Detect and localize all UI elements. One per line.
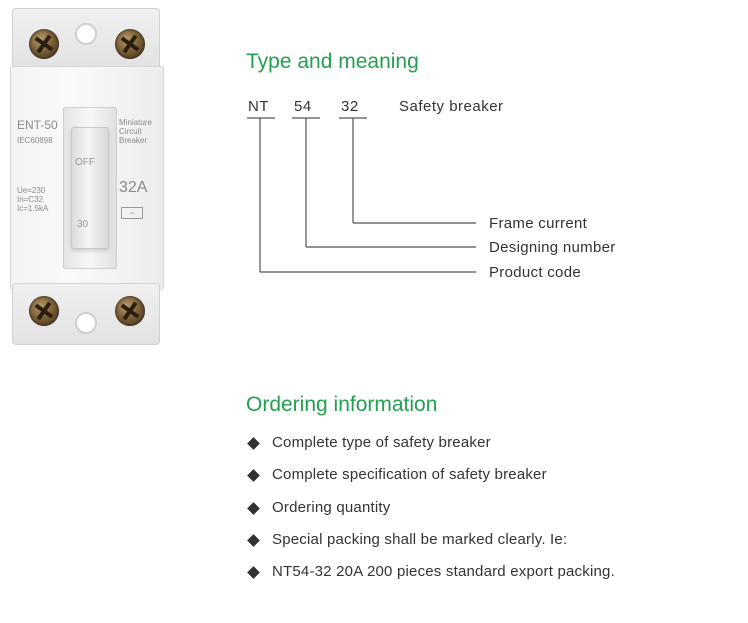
list-item-text: NT54-32 20A 200 pieces standard export p… [272,563,615,581]
diamond-bullet-icon [247,534,260,547]
ordering-information-heading: Ordering information [246,393,438,416]
breaker-standard-text: IEC60898 [17,136,53,145]
lever-number-text: 30 [77,219,89,230]
terminal-screw-icon [29,29,59,59]
breaker-current-text: 32A [119,179,148,196]
mounting-hole-icon [75,23,97,45]
breaker-model-text: ENT-50 [17,118,58,132]
breaker-body: ENT-50 IEC60898 Ue=230 In=C32 Ic=1.5kA M… [10,66,164,290]
list-item-text: Special packing shall be marked clearly.… [272,530,568,548]
diamond-bullet-icon [247,469,260,483]
lever-state-text: OFF [75,157,95,168]
list-item: Complete type of safety breaker [246,434,615,466]
code-part-design: 54 [294,98,312,115]
type-and-meaning-heading: Type and meaning [246,50,419,73]
terminal-screw-icon [115,29,145,59]
code-part-frame: 32 [341,98,359,115]
diamond-bullet-icon [247,437,260,450]
code-part-product: NT [248,98,269,115]
diamond-bullet-icon [247,501,260,515]
bottom-terminal-block [12,283,160,345]
meaning-frame-current: Frame current [489,215,588,232]
mounting-hole-icon [75,312,97,334]
list-item: Complete specification of safety breaker [246,466,615,498]
top-terminal-block [12,8,160,70]
code-description: Safety breaker [399,98,504,115]
breaker-rating-text: Ue=230 In=C32 Ic=1.5kA [17,186,49,213]
diamond-bullet-icon [247,566,260,580]
product-image-breaker: ENT-50 IEC60898 Ue=230 In=C32 Ic=1.5kA M… [10,8,164,345]
list-item: Ordering quantity [246,499,615,531]
breaker-type-text: Miniature Circuit Breaker [119,118,152,145]
ordering-list: Complete type of safety breaker Complete… [246,434,615,595]
meaning-designing-number: Designing number [489,239,616,256]
list-item-text: Complete specification of safety breaker [272,466,547,484]
ac-symbol-icon: ~ [121,207,143,219]
meaning-product-code: Product code [489,264,581,281]
terminal-screw-icon [115,296,145,326]
list-item-text: Complete type of safety breaker [272,434,491,451]
toggle-lever [71,127,109,249]
list-item-text: Ordering quantity [272,498,391,516]
terminal-screw-icon [29,296,59,326]
list-item: Special packing shall be marked clearly.… [246,531,615,563]
list-item: NT54-32 20A 200 pieces standard export p… [246,563,615,595]
